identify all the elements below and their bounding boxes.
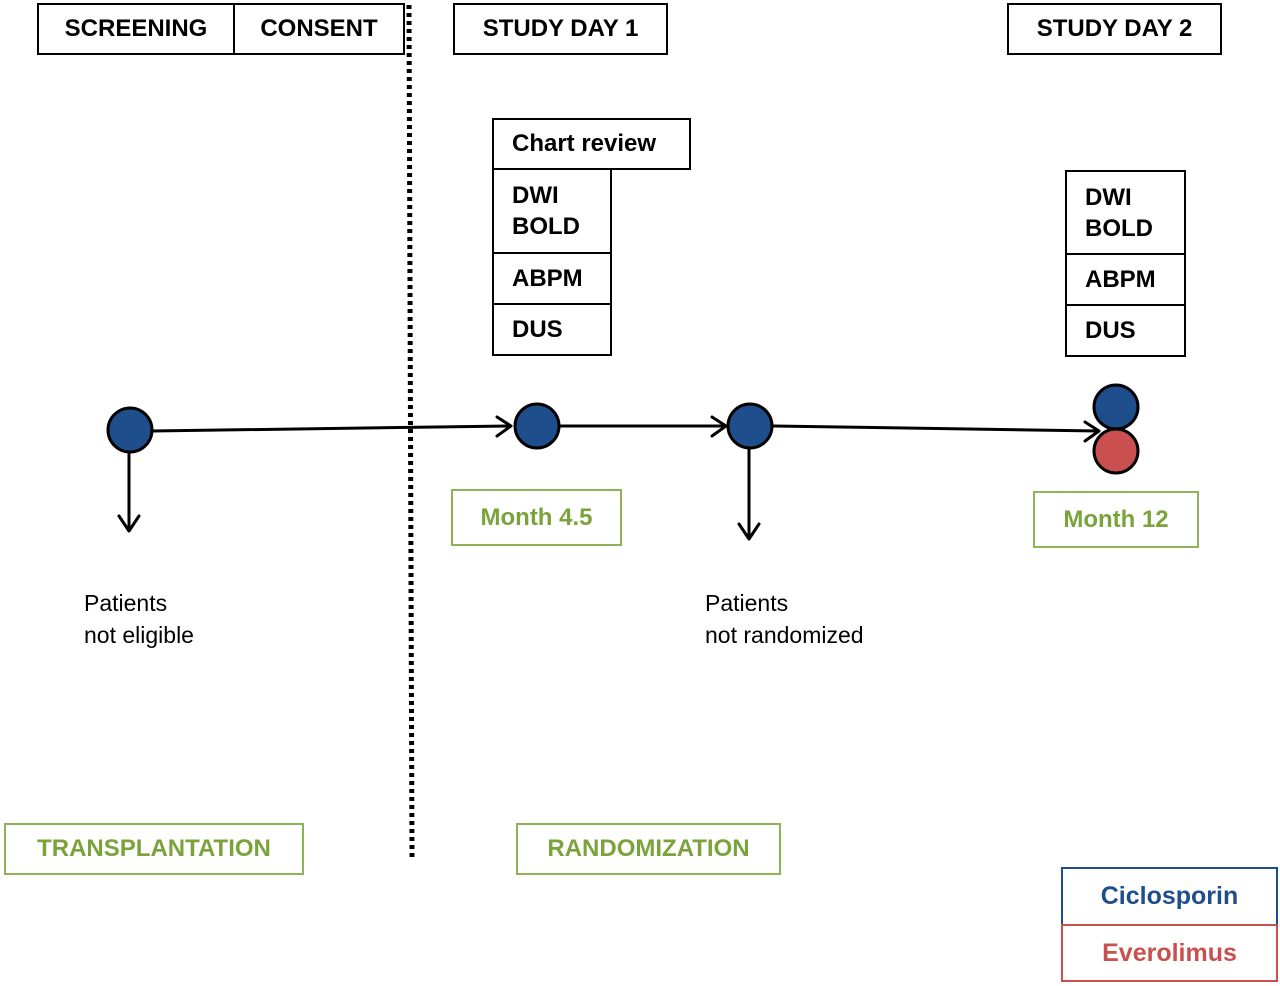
month-12-label: Month 12 [1033, 491, 1199, 548]
not-eligible-note: Patients not eligible [84, 590, 194, 648]
drop-arrow-not-eligible-head [117, 514, 141, 533]
transplantation-label: TRANSPLANTATION [4, 823, 304, 875]
legend-ciclosporin: Ciclosporin [1061, 867, 1278, 926]
study-day-2-header: STUDY DAY 2 [1007, 3, 1222, 55]
day1-dus-cell: DUS [492, 303, 612, 356]
node-randomization [726, 402, 774, 450]
timeline-arrow-1-head [495, 415, 513, 438]
day1-dwi-bold-cell: DWI BOLD [492, 168, 612, 254]
timeline-arrow-3-head [1083, 420, 1101, 443]
timeline-arrow-2-head [710, 415, 728, 438]
node-month-4-5 [513, 402, 561, 450]
node-transplantation [106, 406, 154, 454]
not-randomized-note: Patients not randomized [705, 590, 864, 648]
day1-abpm-cell: ABPM [492, 252, 612, 305]
node-month-12-everolimus [1092, 427, 1140, 475]
study-day-1-header: STUDY DAY 1 [453, 3, 668, 55]
timeline-arrow-3 [772, 424, 1100, 433]
screening-header: SCREENING [37, 3, 235, 55]
node-month-12-ciclosporin [1092, 383, 1140, 431]
legend-everolimus: Everolimus [1061, 924, 1278, 982]
randomization-label: RANDOMIZATION [516, 823, 781, 875]
month-4-5-label: Month 4.5 [451, 489, 622, 546]
timeline-arrow-1 [150, 424, 512, 433]
chart-review-cell: Chart review [492, 118, 691, 170]
consent-divider-line [406, 4, 415, 859]
day2-dwi-bold-cell: DWI BOLD [1065, 170, 1186, 255]
consent-header: CONSENT [233, 3, 405, 55]
day2-dus-cell: DUS [1065, 304, 1186, 357]
drop-arrow-not-randomized-head [737, 522, 761, 541]
day2-abpm-cell: ABPM [1065, 253, 1186, 306]
